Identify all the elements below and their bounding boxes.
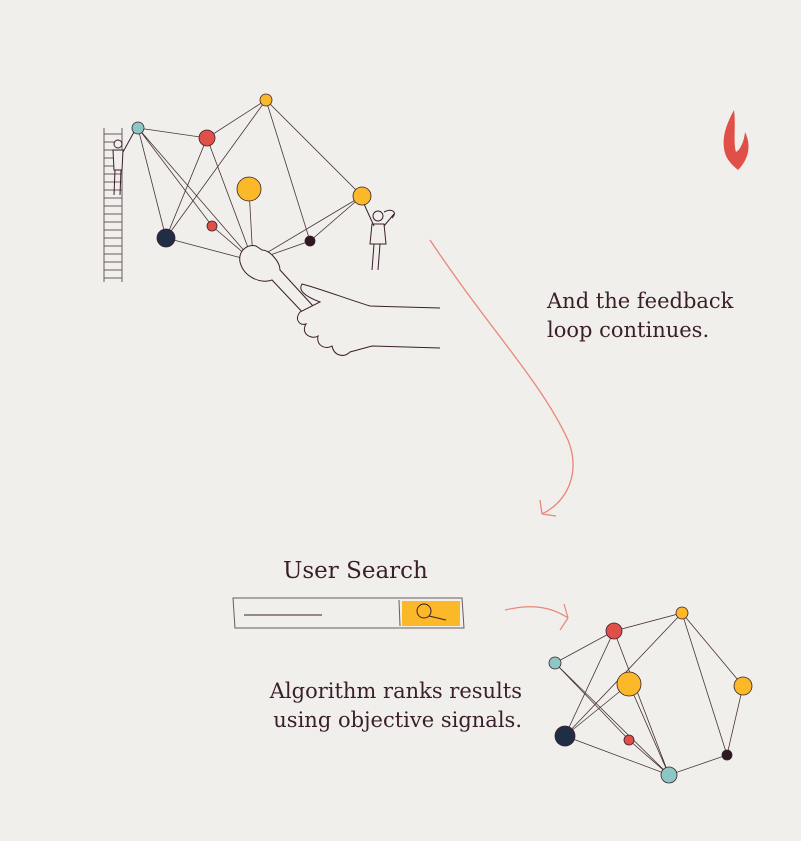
node-yellow: [352, 186, 372, 206]
algorithm-caption: Algorithm ranks results using objective …: [250, 677, 522, 735]
caption-line: Algorithm ranks results: [269, 679, 522, 703]
caption-line: using objective signals.: [273, 708, 522, 732]
node-yellow: [259, 93, 273, 107]
caption-line: loop continues.: [547, 318, 710, 342]
person-icon: [112, 131, 135, 196]
node-yellow: [616, 671, 642, 697]
node-yellow: [733, 676, 753, 696]
node-navy: [554, 725, 576, 747]
caption-line: And the feedback: [547, 289, 734, 313]
node-dark: [304, 235, 316, 247]
search-title: User Search: [283, 558, 428, 584]
hand-icon: [297, 283, 441, 356]
arrow-icon: [429, 239, 574, 517]
node-red: [206, 220, 218, 232]
person-icon: [363, 203, 395, 271]
search-bar[interactable]: [232, 597, 465, 629]
node-yellow: [236, 176, 262, 202]
node-navy: [156, 228, 176, 248]
search-icon: [416, 603, 447, 621]
network-edges: [554, 612, 744, 776]
network-bottom: [548, 606, 753, 784]
logo-flame-icon: [723, 110, 749, 170]
node-dark: [721, 749, 733, 761]
node-teal: [131, 121, 145, 135]
node-yellow: [675, 606, 689, 620]
arrow-icon: [504, 603, 569, 631]
feedback-caption: And the feedback loop continues.: [547, 287, 733, 345]
node-red: [198, 129, 216, 147]
node-teal: [660, 766, 678, 784]
node-teal: [548, 656, 562, 670]
node-red: [605, 622, 623, 640]
node-red: [623, 734, 635, 746]
